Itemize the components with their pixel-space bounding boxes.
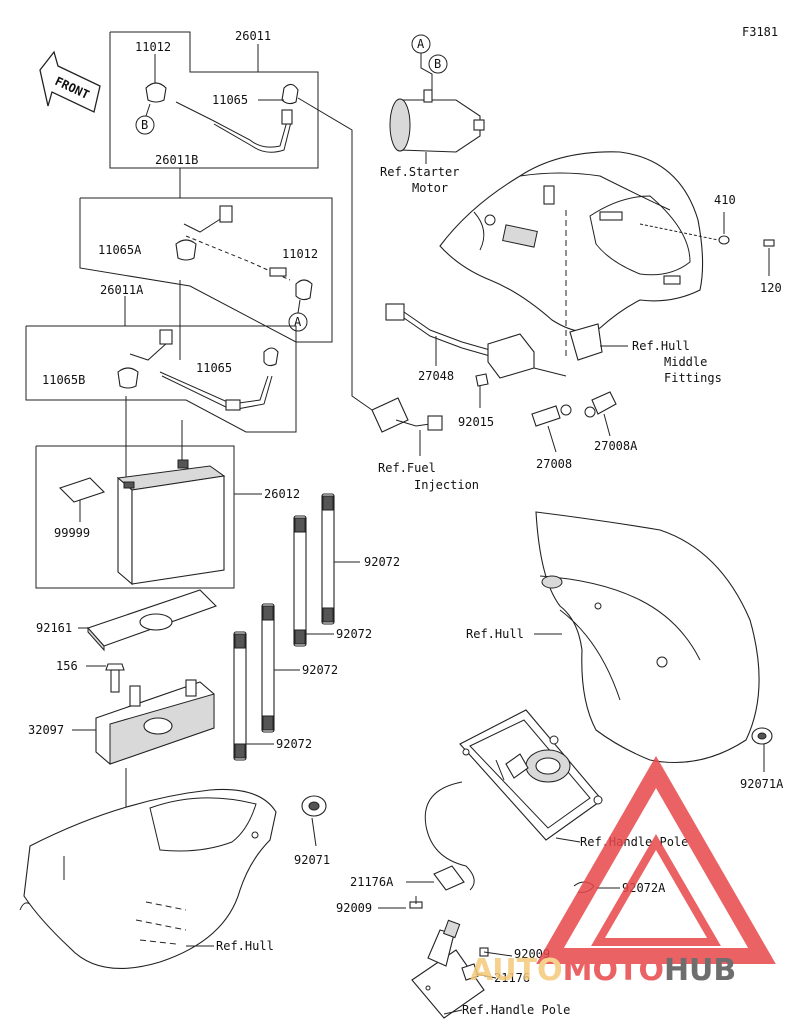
handle-pole-top-group	[378, 709, 603, 909]
ref-hull-middle-2: Middle	[664, 355, 707, 369]
ref-handle-pole-1: Ref.Handle Pole	[580, 835, 688, 849]
svg-text:AUTOMOTOHUB: AUTOMOTOHUB	[470, 953, 736, 988]
part-92161: 92161	[36, 621, 72, 635]
hull-bottom-group	[19, 788, 277, 970]
part-27008a: 27008A	[594, 439, 638, 453]
part-27008: 27008	[536, 457, 572, 471]
hull-right-group	[534, 511, 760, 764]
watermark-text-moto: MOTO	[563, 953, 664, 988]
harness-27048-group	[385, 303, 567, 408]
part-27048: 27048	[418, 369, 454, 383]
part-26011b: 26011B	[155, 153, 198, 167]
part-92009-a: 92009	[336, 901, 372, 915]
watermark-logo: AUTOMOTOHUB	[470, 755, 776, 988]
part-92072-c: 92072	[302, 663, 338, 677]
part-11065a: 11065A	[98, 243, 142, 257]
cable-26011a-group	[25, 280, 297, 433]
part-26011: 26011	[235, 29, 271, 43]
part-156: 156	[56, 659, 78, 673]
part-410: 410	[714, 193, 736, 207]
watermark-text-hub: HUB	[664, 953, 736, 988]
part-26012: 26012	[264, 487, 300, 501]
part-11065-top: 11065	[212, 93, 248, 107]
part-11012-mid: 11012	[282, 247, 318, 261]
part-11065-mid: 11065	[196, 361, 232, 375]
watermark-text-auto: AUTO	[470, 953, 563, 988]
tray-32097-group	[72, 679, 215, 822]
part-99999: 99999	[54, 526, 90, 540]
handle-pole-bottom-group	[411, 919, 513, 1019]
ref-handle-pole-2: Ref.Handle Pole	[462, 1003, 570, 1017]
front-arrow-icon: FRONT	[39, 50, 101, 113]
mark-b-top: B	[434, 57, 441, 71]
grommet-92071-group	[301, 795, 327, 847]
connectors-27008-group	[531, 391, 617, 453]
part-11065b: 11065B	[42, 373, 85, 387]
ref-hull-right: Ref.Hull	[466, 627, 524, 641]
ref-fuel-injection-2: Injection	[414, 478, 479, 492]
ref-starter-motor-1: Ref.Starter	[380, 165, 459, 179]
plate-92161-group	[78, 589, 218, 652]
leader-fuel-injection	[297, 97, 373, 411]
part-92015: 92015	[458, 415, 494, 429]
part-92072-d: 92072	[276, 737, 312, 751]
grommet-92071a-group	[751, 727, 773, 772]
mark-a-top: A	[417, 37, 425, 51]
battery-26012-group	[35, 396, 262, 589]
ref-fuel-injection-1: Ref.Fuel	[378, 461, 436, 475]
mark-b-cable: B	[141, 118, 148, 132]
part-92071: 92071	[294, 853, 330, 867]
part-26011a: 26011A	[100, 283, 144, 297]
cable-26011-group	[109, 31, 319, 169]
figure-code: F3181	[742, 25, 778, 39]
hull-middle-group	[439, 151, 775, 361]
part-21176: 21176	[494, 971, 530, 985]
ref-hull-bottom: Ref.Hull	[216, 939, 274, 953]
part-11012-top: 11012	[135, 40, 171, 54]
bolt-156-group	[86, 663, 125, 693]
ref-hull-middle-1: Ref.Hull	[632, 339, 690, 353]
part-120: 120	[760, 281, 782, 295]
part-92071a: 92071A	[740, 777, 784, 791]
part-92072-b: 92072	[336, 627, 372, 641]
part-32097: 32097	[28, 723, 64, 737]
part-21176a: 21176A	[350, 875, 394, 889]
starter-motor-group	[389, 34, 485, 164]
fuel-injection-group	[371, 397, 443, 456]
ref-starter-motor-2: Motor	[412, 181, 448, 195]
part-92072-a: 92072	[364, 555, 400, 569]
straps-92072-group	[233, 493, 360, 761]
mark-a-cable: A	[294, 315, 302, 329]
ref-hull-middle-3: Fittings	[664, 371, 722, 385]
